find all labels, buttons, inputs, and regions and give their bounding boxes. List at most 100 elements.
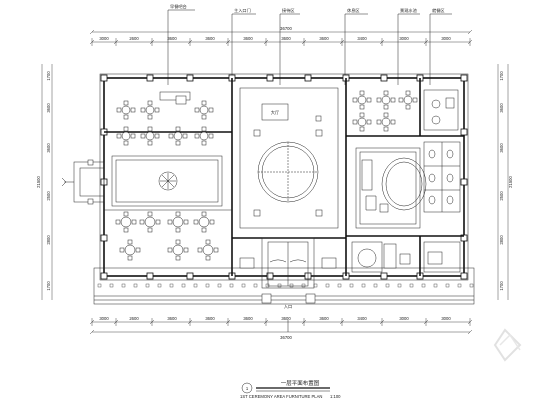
callout-6: 就餐区 bbox=[429, 7, 452, 85]
balustrade-post bbox=[445, 283, 450, 288]
column bbox=[186, 74, 194, 82]
bottom-total-dim: 36700 bbox=[280, 335, 292, 340]
chair bbox=[147, 100, 153, 106]
entrance-side-lounges bbox=[239, 257, 337, 269]
chair bbox=[123, 100, 129, 106]
chair bbox=[175, 239, 181, 245]
chair bbox=[123, 126, 129, 132]
chair bbox=[135, 247, 141, 253]
bottom-dim-6: 3600 bbox=[281, 316, 291, 321]
top-dim-1: 3000 bbox=[99, 36, 109, 41]
chair bbox=[201, 227, 207, 233]
chair bbox=[147, 227, 153, 233]
column bbox=[146, 74, 154, 82]
table bbox=[172, 216, 184, 228]
chair bbox=[194, 107, 200, 113]
restroom-block bbox=[423, 141, 461, 213]
chair bbox=[205, 255, 211, 261]
table bbox=[381, 95, 391, 105]
bottom-dim-9: 3000 bbox=[399, 316, 409, 321]
balustrade-post bbox=[133, 283, 138, 288]
chair bbox=[127, 239, 133, 245]
chair bbox=[130, 107, 136, 113]
column bbox=[146, 272, 154, 280]
chair bbox=[352, 119, 358, 125]
chair bbox=[123, 140, 129, 146]
table bbox=[357, 95, 367, 105]
chair bbox=[352, 97, 358, 103]
balustrade-post bbox=[253, 283, 258, 288]
bottom-dim-4: 3600 bbox=[205, 316, 215, 321]
chair bbox=[183, 247, 189, 253]
chair bbox=[366, 119, 372, 125]
bottom-dim-1: 3000 bbox=[99, 316, 109, 321]
top-dim-5: 3600 bbox=[243, 36, 253, 41]
chair bbox=[140, 107, 146, 113]
chair bbox=[116, 133, 122, 139]
bottom-dim-2: 2600 bbox=[129, 316, 139, 321]
breakfast-bar-counter bbox=[159, 91, 191, 105]
top-total-dim: 36700 bbox=[280, 26, 292, 31]
chair bbox=[154, 107, 160, 113]
chair bbox=[140, 133, 146, 139]
column bbox=[460, 74, 468, 82]
left-dim-5: 2800 bbox=[46, 235, 51, 245]
chair bbox=[147, 126, 153, 132]
table bbox=[120, 216, 132, 228]
balustrade-post bbox=[325, 283, 330, 288]
chair bbox=[201, 140, 207, 146]
chair bbox=[167, 247, 173, 253]
callout-4: 休息区 bbox=[344, 7, 368, 85]
bottom-dim-3: 3600 bbox=[167, 316, 177, 321]
balustrade-post bbox=[385, 283, 390, 288]
table bbox=[381, 117, 391, 127]
right-total-dim: 21500 bbox=[508, 176, 513, 188]
chair bbox=[383, 112, 389, 118]
column bbox=[186, 272, 194, 280]
left-dim-2: 3600 bbox=[46, 103, 51, 113]
chair bbox=[209, 219, 215, 225]
callout-label-1: 早餐吧台 bbox=[170, 3, 187, 10]
right-dim-4: 2500 bbox=[499, 191, 504, 201]
chair bbox=[131, 219, 137, 225]
right-dim-1: 1700 bbox=[499, 71, 504, 81]
south-east-rooms bbox=[351, 241, 461, 273]
right-dim-5: 2800 bbox=[499, 235, 504, 245]
balustrade-post bbox=[349, 283, 354, 288]
chair bbox=[168, 133, 174, 139]
table bbox=[121, 105, 131, 115]
balustrade-post bbox=[97, 283, 102, 288]
balustrade-post bbox=[301, 283, 306, 288]
balustrade-post bbox=[193, 283, 198, 288]
chair bbox=[213, 247, 219, 253]
right-dim-2: 3600 bbox=[499, 103, 504, 113]
left-dim-1: 1700 bbox=[46, 71, 51, 81]
chair bbox=[405, 90, 411, 96]
top-callouts: 早餐吧台 主入口门 接待区 休息区 景观水池 就餐区 bbox=[167, 3, 452, 85]
balustrade-post bbox=[409, 283, 414, 288]
chair bbox=[147, 211, 153, 217]
chair bbox=[182, 133, 188, 139]
column bbox=[380, 74, 388, 82]
chair bbox=[412, 97, 418, 103]
chair bbox=[183, 219, 189, 225]
top-dim-10: 3000 bbox=[441, 36, 451, 41]
balustrade-post bbox=[169, 283, 174, 288]
top-dim-3: 3600 bbox=[167, 36, 177, 41]
drawing-title-block: 1 一层平面布置图 1ST CEREMONY AREA FURNITURE PL… bbox=[240, 379, 341, 399]
east-spa-room bbox=[355, 147, 427, 229]
west-entry-canopy bbox=[61, 159, 105, 205]
top-dim-9: 3000 bbox=[399, 36, 409, 41]
balustrade-post bbox=[181, 283, 186, 288]
chair bbox=[175, 211, 181, 217]
chair bbox=[201, 114, 207, 120]
dining-tables-north-west bbox=[116, 100, 214, 146]
chair bbox=[167, 219, 173, 225]
balustrade-post bbox=[373, 283, 378, 288]
balustrade-post bbox=[109, 283, 114, 288]
toilet-fixture bbox=[428, 173, 436, 183]
bottom-dimension-chain: 36700 bbox=[89, 318, 473, 340]
chair bbox=[119, 247, 125, 253]
chair bbox=[390, 119, 396, 125]
chair bbox=[116, 107, 122, 113]
